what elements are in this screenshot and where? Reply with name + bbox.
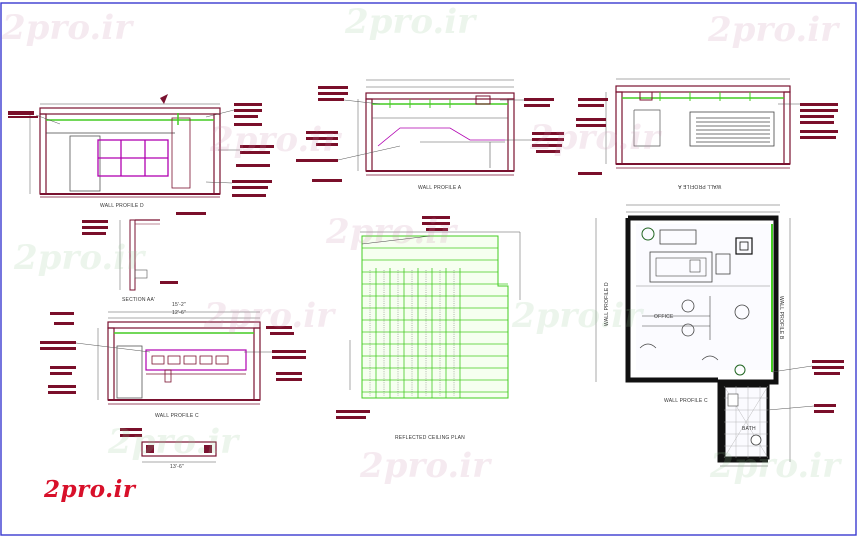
- wall-profile-d-side-title: WALL PROFILE D: [604, 282, 610, 326]
- wall-profile-a-right-title: WALL PROFILE A: [678, 183, 722, 189]
- wall-profile-b-title: WALL PROFILE B: [778, 296, 784, 340]
- wall-profile-a-right-drawing: [576, 78, 838, 175]
- wall-profile-a-drawing: [296, 79, 564, 182]
- dimension-text: 15'-2": [172, 302, 186, 308]
- floor-plan-drawing: [595, 204, 844, 467]
- blind-lines-icon: [696, 117, 770, 143]
- wall-profile-c-left-title: WALL PROFILE C: [155, 413, 199, 419]
- toilet-icon: [750, 434, 762, 446]
- wall-profile-a-title: WALL PROFILE A: [418, 185, 462, 191]
- ceiling-tile-grid: [362, 247, 508, 398]
- wall-profile-d-drawing: [29, 94, 221, 198]
- site-logo[interactable]: 2pro.ir: [44, 476, 136, 503]
- window-icon: [97, 139, 169, 177]
- reflected-ceiling-plan-title: REFLECTED CEILING PLAN: [395, 435, 465, 441]
- sink-detail-drawing: [120, 428, 217, 463]
- dimension-text: 13'-6": [170, 464, 184, 470]
- wall-profile-d-callouts: [8, 103, 274, 197]
- wall-profile-c-left-drawing: [40, 311, 306, 405]
- section-aa-drawing: [82, 212, 206, 291]
- wall-profile-d-title: WALL PROFILE D: [100, 203, 144, 209]
- dimension-text: 12'-6": [172, 310, 186, 316]
- section-aa-title: SECTION AA': [122, 297, 156, 303]
- reflected-ceiling-plan-drawing: [336, 216, 521, 419]
- wall-profile-c-plan-title: WALL PROFILE C: [664, 398, 708, 404]
- room-label-office: OFFICE: [654, 314, 674, 320]
- room-label-bath: BATH: [742, 426, 756, 432]
